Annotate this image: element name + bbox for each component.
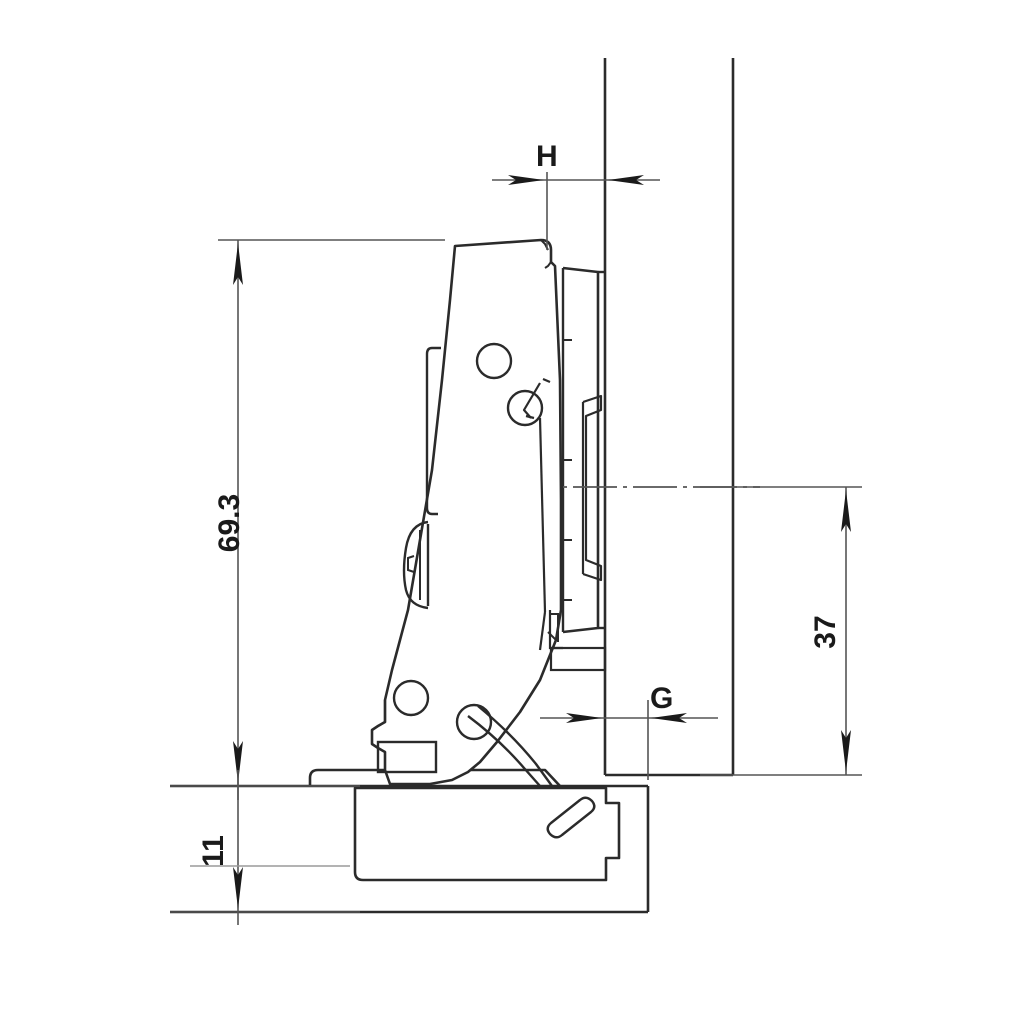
cabinet-side-panel: [603, 58, 735, 777]
dimension-label-g: G: [650, 682, 674, 715]
dimension-h: [492, 172, 660, 250]
dimension-label-h: H: [536, 140, 558, 173]
cam-slot: [546, 796, 596, 839]
pivot-hole-lower: [455, 703, 493, 741]
dimension-11: [170, 770, 360, 925]
dimension-37: [700, 486, 862, 776]
dimension-label-37: 37: [809, 615, 842, 649]
hinge-cup: [308, 768, 621, 882]
pivot-hole-upper: [392, 679, 430, 717]
dimension-g: [540, 700, 718, 780]
link-hole-upper: [475, 342, 513, 380]
link-hole-lower: [506, 389, 544, 427]
hinge-arm: [370, 238, 563, 787]
dimension-label-69-3: 69.3: [213, 493, 246, 553]
mounting-plate: [547, 266, 607, 672]
dimension-label-11: 11: [197, 835, 230, 867]
adjustment-screw: [402, 520, 430, 610]
door-panel: [170, 784, 650, 914]
dimension-69-3: [170, 239, 445, 800]
